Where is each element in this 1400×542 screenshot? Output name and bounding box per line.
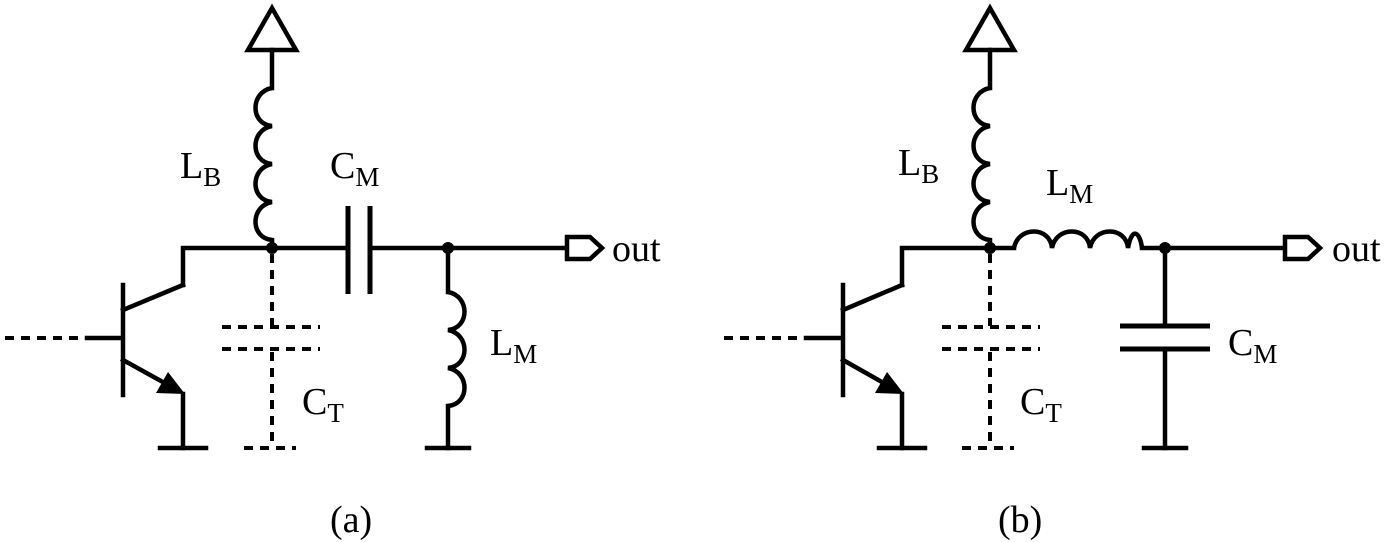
transistor-collector-b (840, 282, 905, 313)
junction-dot-b1 (984, 242, 996, 254)
output-port-a (564, 234, 606, 262)
inductor-lm-b (1011, 229, 1145, 249)
junction-dot-a1 (266, 242, 278, 254)
label-out-b: out (1332, 228, 1381, 270)
label-lm-a: LM (490, 322, 537, 369)
collector-wire-b (899, 245, 1017, 288)
label-lb-a: LB (180, 145, 221, 192)
supply-arrow-a (244, 3, 300, 53)
label-cm-a: CM (330, 145, 379, 192)
caption-a: (a) (330, 499, 372, 541)
inductor-lm-a (447, 289, 467, 409)
label-cm-b: CM (1228, 322, 1277, 369)
caption-b: (b) (998, 499, 1042, 541)
transistor-emitter-a (119, 356, 174, 390)
transistor-emitter-b (839, 356, 893, 390)
transistor-collector-a (120, 282, 186, 313)
supply-arrow-b (962, 3, 1018, 53)
label-lb-b: LB (898, 142, 939, 189)
inductor-lb-a (253, 85, 275, 248)
label-out-a: out (612, 228, 661, 270)
panel-b: LB LM CM CT out (b) (724, 3, 1381, 541)
collector-wire-a (180, 245, 348, 288)
label-ct-b: CT (1020, 381, 1062, 428)
emitter-arrow-b (875, 372, 904, 394)
label-lm-b: LM (1046, 162, 1093, 209)
inductor-lb-b (971, 85, 993, 248)
emitter-arrow-a (156, 372, 185, 394)
output-port-b (1282, 234, 1324, 262)
panel-a: LB CM LM CT out (a) (5, 3, 661, 541)
label-ct-a: CT (302, 381, 344, 428)
